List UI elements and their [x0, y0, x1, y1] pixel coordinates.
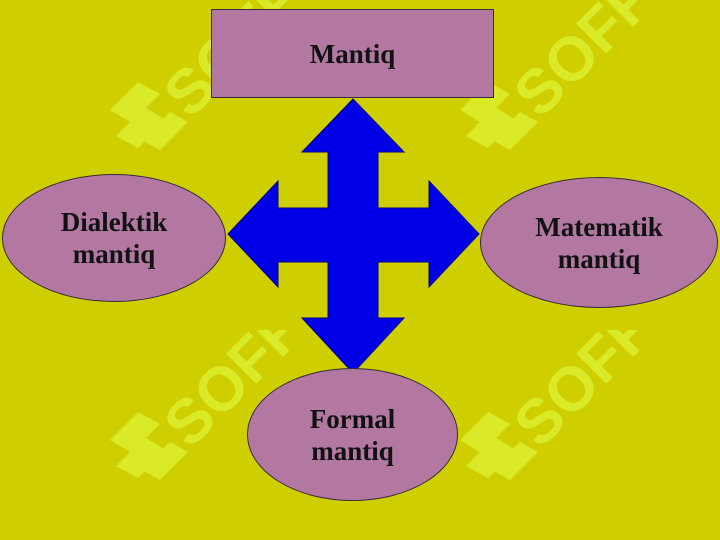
node-matematik-line1: Matematik: [535, 211, 663, 242]
node-dialektik-line2: mantiq: [72, 239, 156, 269]
node-formal-line2: mantiq: [311, 435, 394, 466]
node-matematik-mantiq: Matematik mantiq: [480, 177, 718, 308]
node-formal-mantiq: Formal mantiq: [247, 368, 458, 501]
node-dialektik-mantiq: Dialektik mantiq: [2, 174, 226, 302]
four-way-arrow-shape: [227, 98, 480, 374]
node-matematik-line2: mantiq: [557, 243, 641, 274]
node-dialektik-mantiq-text: Dialektik mantiq: [61, 206, 168, 270]
node-mantiq: Mantiq: [211, 9, 494, 98]
node-dialektik-line1: Dialektik: [60, 207, 168, 237]
node-formal-mantiq-text: Formal mantiq: [310, 403, 395, 467]
node-mantiq-label: Mantiq: [309, 38, 396, 69]
node-formal-line1: Formal: [309, 403, 396, 434]
node-matematik-mantiq-text: Matematik mantiq: [535, 211, 662, 275]
